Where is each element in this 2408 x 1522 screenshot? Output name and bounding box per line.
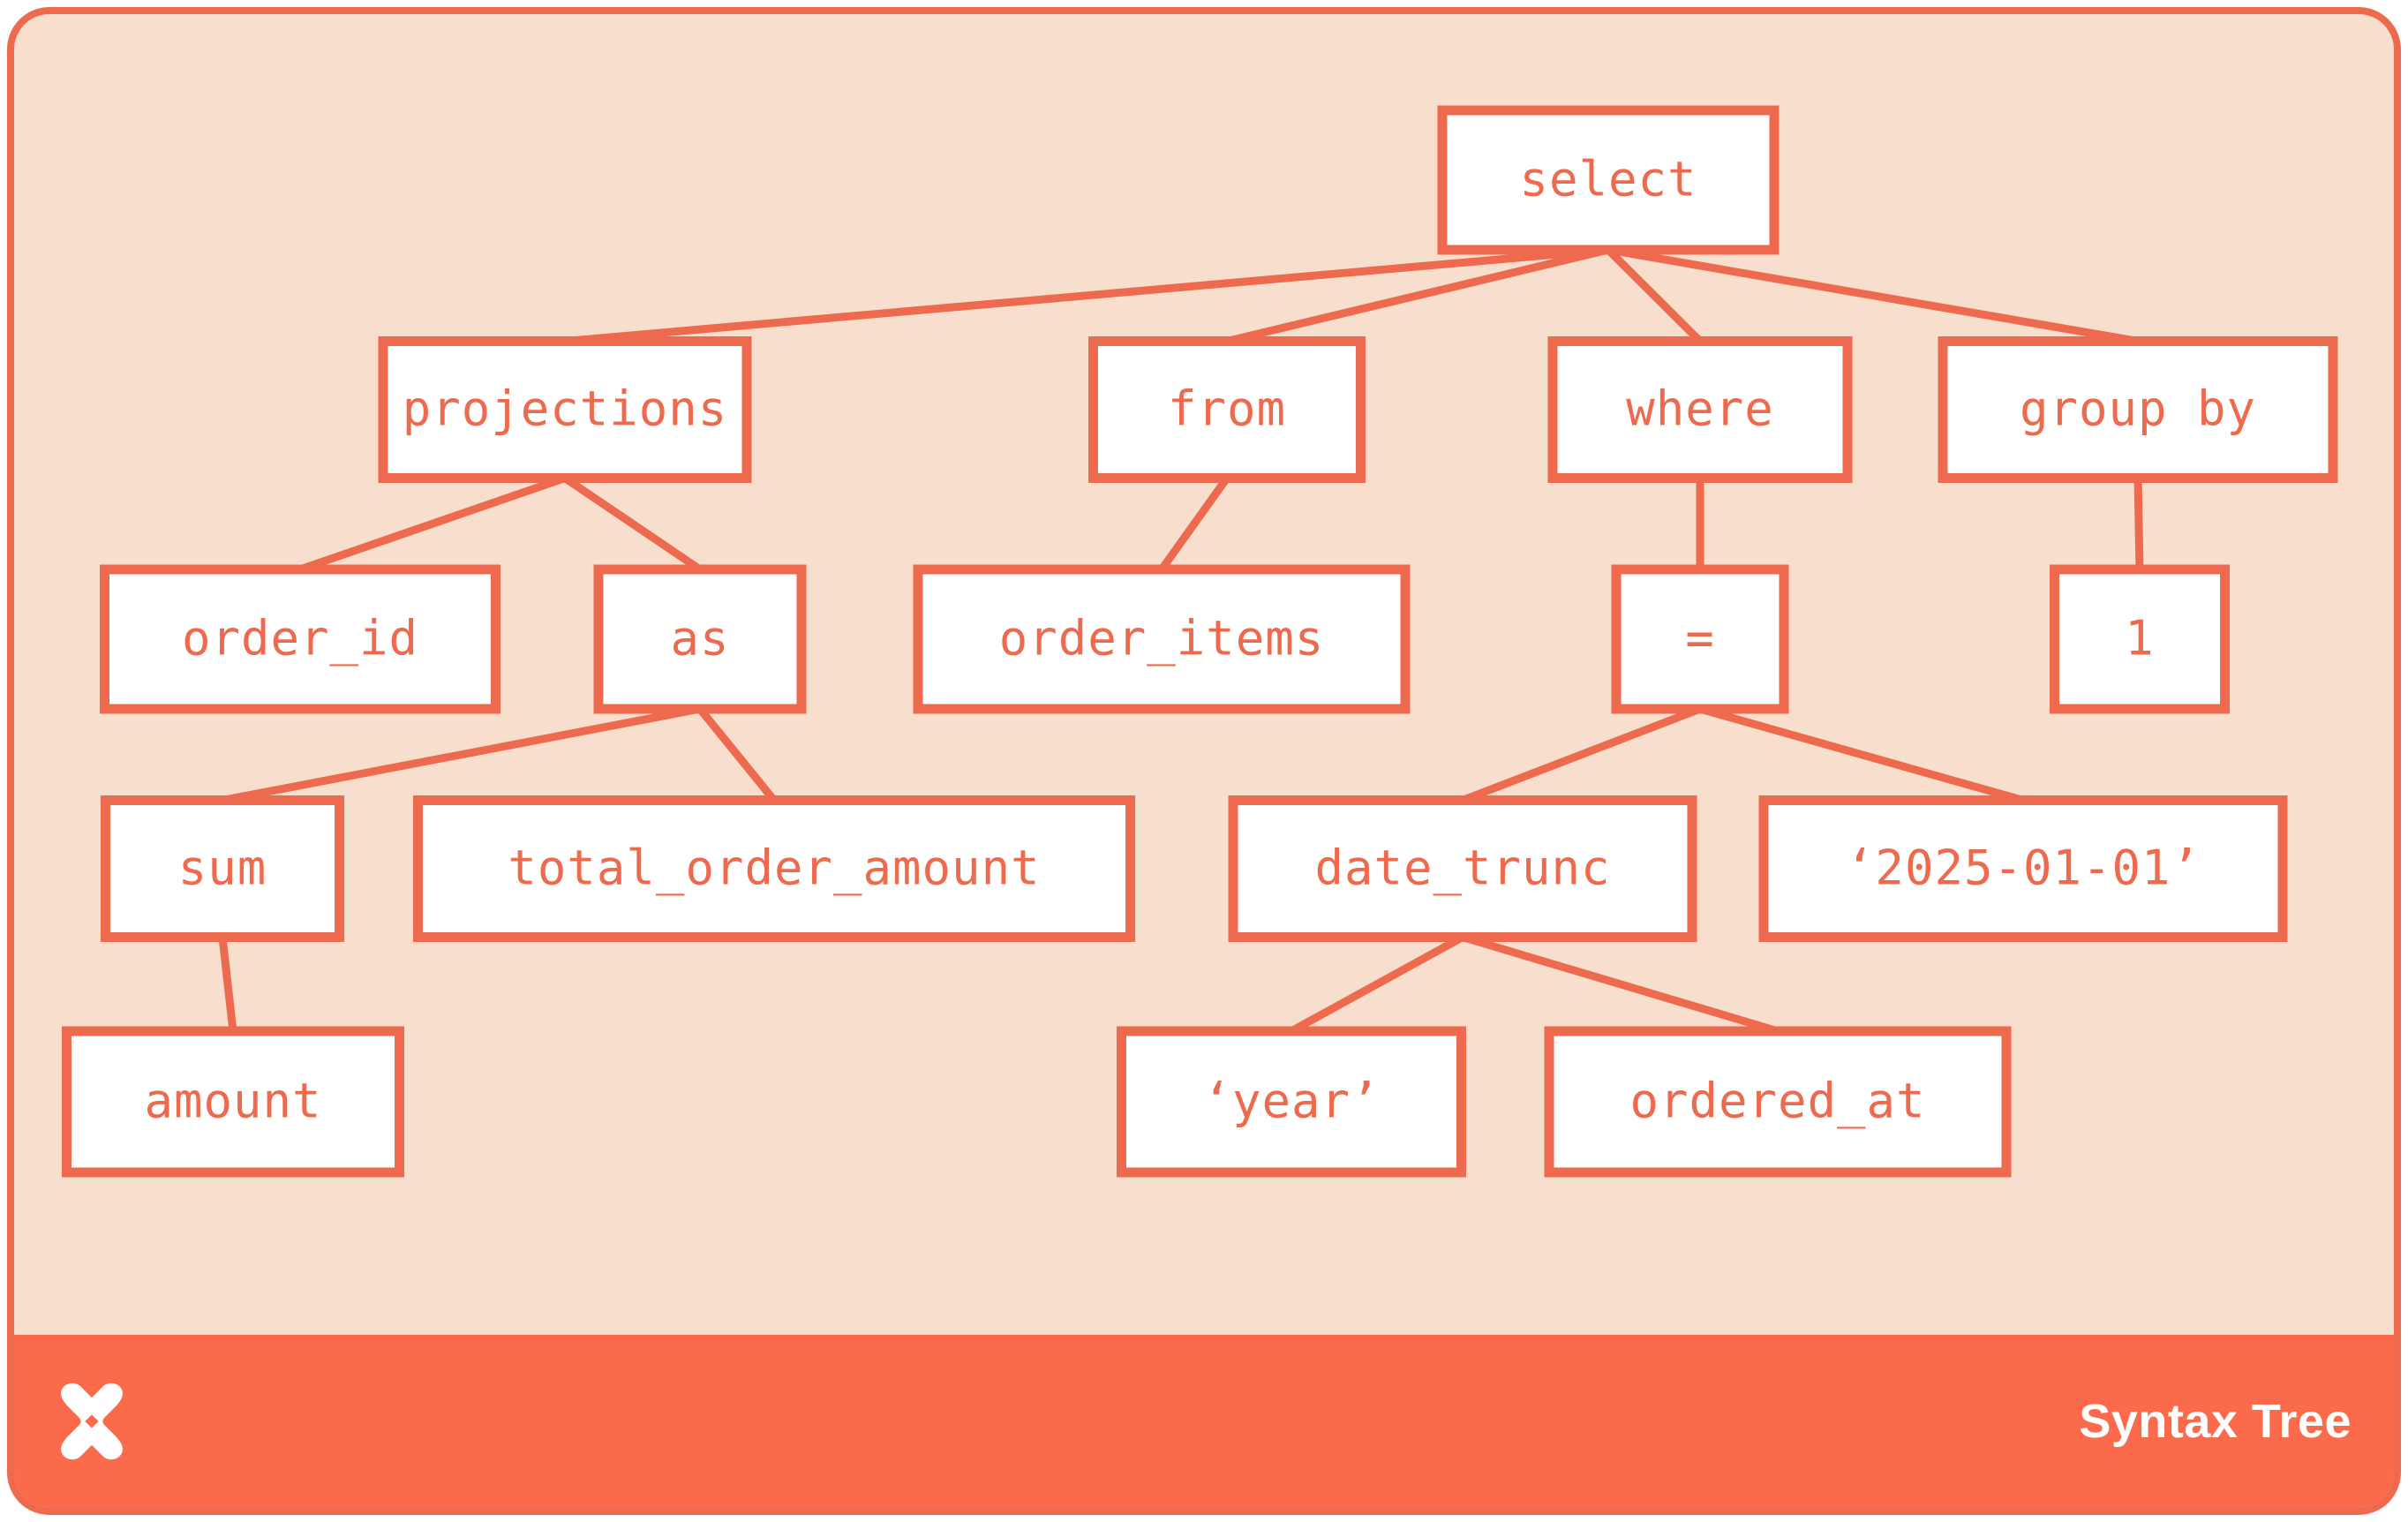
- tree-node-box: [1544, 1026, 2012, 1178]
- tree-node-label: order_items: [999, 611, 1325, 667]
- tree-edge: [1461, 704, 1702, 804]
- tree-node-where[interactable]: where: [1547, 336, 1853, 483]
- tree-node-box: [1938, 336, 2338, 483]
- tree-edge: [1698, 704, 2025, 804]
- tree-node-label: group by: [2020, 381, 2256, 437]
- tree-node-date_trunc[interactable]: date_trunc: [1228, 795, 1697, 942]
- tree-node-label: ‘year’: [1202, 1074, 1380, 1129]
- syntax-tree-canvas: select projections from where group by order_…: [14, 14, 2394, 1342]
- tree-node-box: [1117, 1026, 1466, 1178]
- footer-title: Syntax Tree: [2079, 1395, 2352, 1448]
- tree-edge: [564, 245, 1609, 345]
- tree-edge: [1289, 933, 1465, 1035]
- tree-edge: [696, 706, 778, 803]
- tree-edge: [1607, 245, 2139, 345]
- tree-edges-layer: [218, 245, 2144, 1036]
- tree-node-label: as: [670, 611, 729, 667]
- tree-node-groupby[interactable]: group by: [1938, 336, 2338, 483]
- tree-node-total_order_amount[interactable]: total_order_amount: [413, 795, 1135, 942]
- tree-node-box: [413, 795, 1135, 942]
- tree-node-box: [1547, 336, 1853, 483]
- tree-node-label: sum: [178, 840, 267, 896]
- tree-node-box: [913, 564, 1411, 714]
- tree-node-amount[interactable]: amount: [62, 1026, 404, 1178]
- tree-node-label: 1: [2125, 611, 2155, 667]
- tree-node-eq[interactable]: =: [1611, 564, 1789, 714]
- tree-node-label: date_trunc: [1314, 840, 1610, 896]
- tree-node-year[interactable]: ‘year’: [1117, 1026, 1466, 1178]
- tree-node-box: [1228, 795, 1697, 942]
- tree-node-box: [101, 795, 344, 942]
- tree-node-box: [100, 564, 500, 714]
- tree-node-projections[interactable]: projections: [378, 336, 752, 483]
- tree-node-label: =: [1685, 611, 1715, 667]
- tree-node-box: [1088, 336, 1366, 483]
- tree-node-order_id[interactable]: order_id: [100, 564, 500, 714]
- tree-node-box: [2050, 564, 2230, 714]
- tree-node-label: select: [1519, 152, 1697, 207]
- tree-node-box: [378, 336, 752, 483]
- tree-node-label: order_id: [182, 611, 418, 667]
- tree-node-box: [62, 1026, 404, 1178]
- tree-node-box: [1758, 795, 2288, 942]
- tree-edge: [2133, 478, 2144, 570]
- tree-edge: [222, 704, 701, 804]
- tree-node-label: amount: [144, 1074, 321, 1129]
- tree-node-order_items[interactable]: order_items: [913, 564, 1411, 714]
- tree-node-literal_date[interactable]: ‘2025-01-01’: [1758, 795, 2288, 942]
- tree-node-box: [1437, 105, 1780, 255]
- tree-node-select[interactable]: select: [1437, 105, 1780, 255]
- tree-edge: [298, 474, 567, 574]
- diagram-card: select projections from where group by order_…: [7, 7, 2401, 1515]
- tree-node-label: total_order_amount: [508, 840, 1040, 896]
- tree-node-label: ordered_at: [1629, 1074, 1925, 1129]
- tree-edge: [562, 474, 703, 573]
- tree-node-sum[interactable]: sum: [101, 795, 344, 942]
- tree-node-one[interactable]: 1: [2050, 564, 2230, 714]
- tree-nodes-layer: select projections from where group by order_…: [62, 105, 2338, 1178]
- tree-node-ordered_at[interactable]: ordered_at: [1544, 1026, 2012, 1178]
- tree-node-label: where: [1626, 381, 1774, 437]
- tree-node-as[interactable]: as: [593, 564, 807, 714]
- x-star-logo-icon: [61, 1383, 123, 1460]
- tree-node-label: ‘2025-01-01’: [1846, 840, 2201, 896]
- tree-edge: [1461, 933, 1780, 1036]
- tree-node-label: from: [1168, 381, 1286, 437]
- tree-node-label: projections: [403, 381, 728, 437]
- tree-node-box: [593, 564, 807, 714]
- tree-node-box: [1611, 564, 1789, 714]
- tree-edge: [218, 936, 237, 1032]
- syntax-tree-svg: select projections from where group by order_…: [62, 105, 2338, 1178]
- tree-node-from[interactable]: from: [1088, 336, 1366, 483]
- footer-bar: Syntax Tree: [14, 1335, 2394, 1508]
- tree-edge: [1605, 246, 1704, 344]
- tree-edge: [1158, 475, 1230, 572]
- tree-edge: [1225, 245, 1610, 345]
